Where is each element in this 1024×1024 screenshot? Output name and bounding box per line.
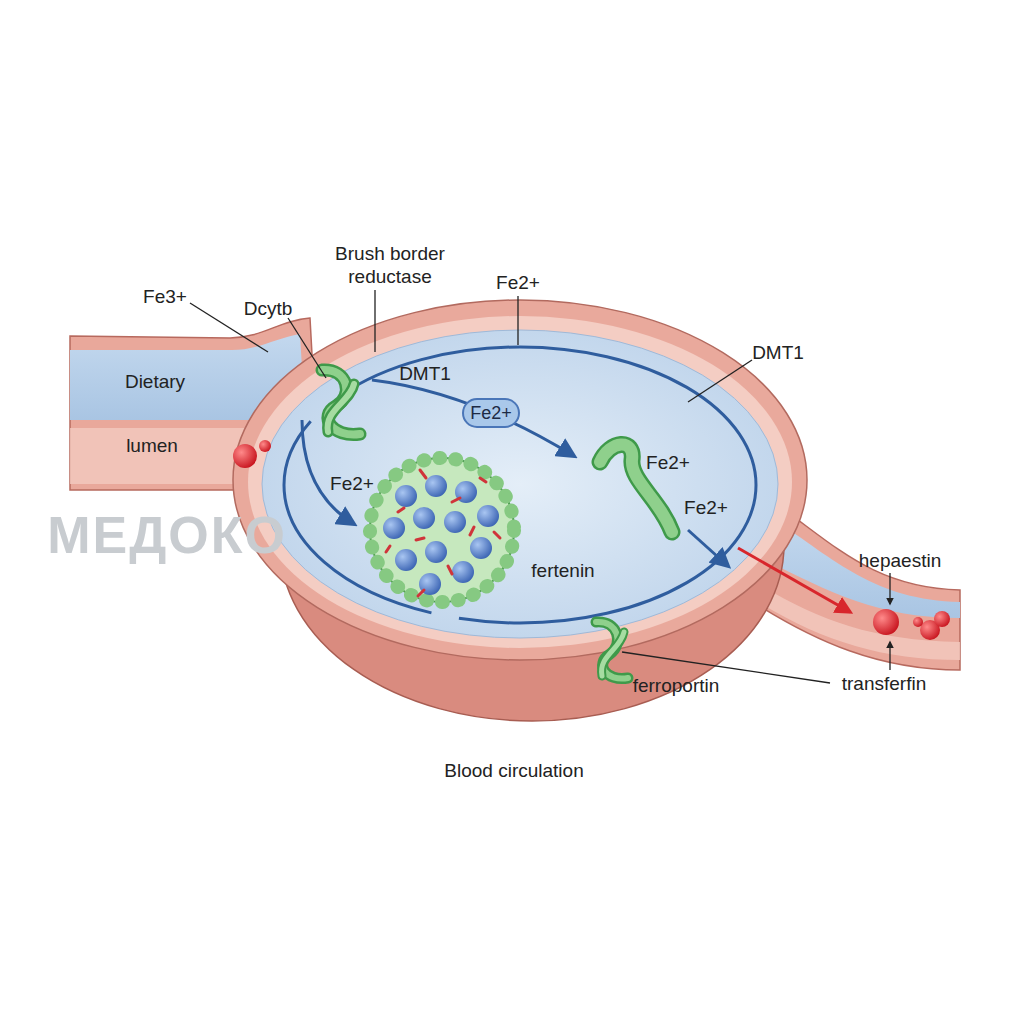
- ferritin-red-marks: [386, 470, 500, 596]
- part-label: ferroportin: [633, 674, 720, 697]
- iron-core: [425, 475, 447, 497]
- pointer-arrow: [889, 642, 890, 670]
- vessel-lower-band: [755, 585, 960, 660]
- red-mark: [420, 470, 426, 478]
- cell-membrane: [284, 347, 756, 623]
- dcytb-dmt1-protein: [322, 370, 360, 435]
- ferroportin-protein: [596, 622, 628, 679]
- node-label: Fe2+: [470, 403, 512, 424]
- part-label: Dcytb: [244, 297, 293, 320]
- red-mark: [452, 498, 460, 502]
- ribbon-outline: [596, 622, 628, 679]
- cell-rim-highlight: [248, 316, 792, 648]
- ribbon-fill: [328, 384, 354, 432]
- iron-core: [395, 485, 417, 507]
- leader-line: [374, 290, 375, 352]
- iron-flow-arrow: [372, 380, 574, 456]
- part-label: Brush border reductase: [325, 242, 455, 288]
- leader-line: [517, 296, 518, 345]
- part-label: transferfin: [842, 672, 926, 695]
- ribbon-fill: [596, 622, 628, 679]
- iron-core: [383, 517, 405, 539]
- transferrin-particle: [873, 609, 899, 635]
- iron-core: [425, 541, 447, 563]
- iron-core: [395, 549, 417, 571]
- ion-label: Fe2+: [684, 496, 728, 519]
- red-mark: [386, 546, 390, 552]
- red-mark: [418, 590, 424, 596]
- ribbon-outline: [602, 632, 624, 676]
- ribbon-fill: [322, 370, 360, 435]
- transferrin-particle: [913, 617, 923, 627]
- iron-core: [470, 537, 492, 559]
- red-mark: [448, 566, 452, 574]
- iron-flow-arrow: [688, 530, 728, 566]
- ribbon-outline: [328, 384, 354, 432]
- leader-lines: [190, 290, 890, 683]
- iron-core: [413, 507, 435, 529]
- iron-particle: [233, 444, 257, 468]
- iron-core: [419, 573, 441, 595]
- leader-line: [288, 318, 326, 378]
- part-label: DMT1: [752, 341, 804, 364]
- ion-capsule: Fe2+: [462, 398, 520, 428]
- red-mark: [480, 478, 486, 482]
- ferritin-shell: [370, 458, 514, 602]
- region-label: lumen: [126, 434, 178, 457]
- part-label: DMT1: [399, 362, 451, 385]
- region-label: Dietary: [125, 370, 185, 393]
- ion-label: Fe2+: [496, 271, 540, 294]
- ferritin-iron-cores: [383, 475, 499, 595]
- red-mark: [398, 508, 404, 512]
- iron-flow-arrow: [302, 420, 354, 524]
- red-mark: [416, 538, 424, 540]
- cytoplasm: [262, 330, 778, 638]
- region-label: Blood circulation: [444, 759, 583, 782]
- iron-core: [452, 561, 474, 583]
- pointer-arrow: [889, 573, 890, 604]
- leader-line: [688, 360, 752, 402]
- ribbon-fill: [602, 632, 624, 676]
- watermark: МЕДОКО: [47, 507, 287, 563]
- ribbon-outline: [322, 370, 360, 435]
- transferrin-particle: [934, 611, 950, 627]
- ion-label: Fe3+: [143, 285, 187, 308]
- part-label: hepaestin: [859, 549, 941, 572]
- red-mark: [494, 532, 500, 538]
- export-arrow: [738, 548, 850, 612]
- ion-label: Fe2+: [646, 451, 690, 474]
- ferritin-bumps: [370, 458, 514, 602]
- red-mark: [470, 527, 474, 535]
- iron-core: [477, 505, 499, 527]
- iron-particle: [259, 440, 271, 452]
- part-label: fertenin: [531, 559, 594, 582]
- iron-core: [444, 511, 466, 533]
- ion-label: Fe2+: [330, 472, 374, 495]
- cell-rim: [233, 300, 807, 660]
